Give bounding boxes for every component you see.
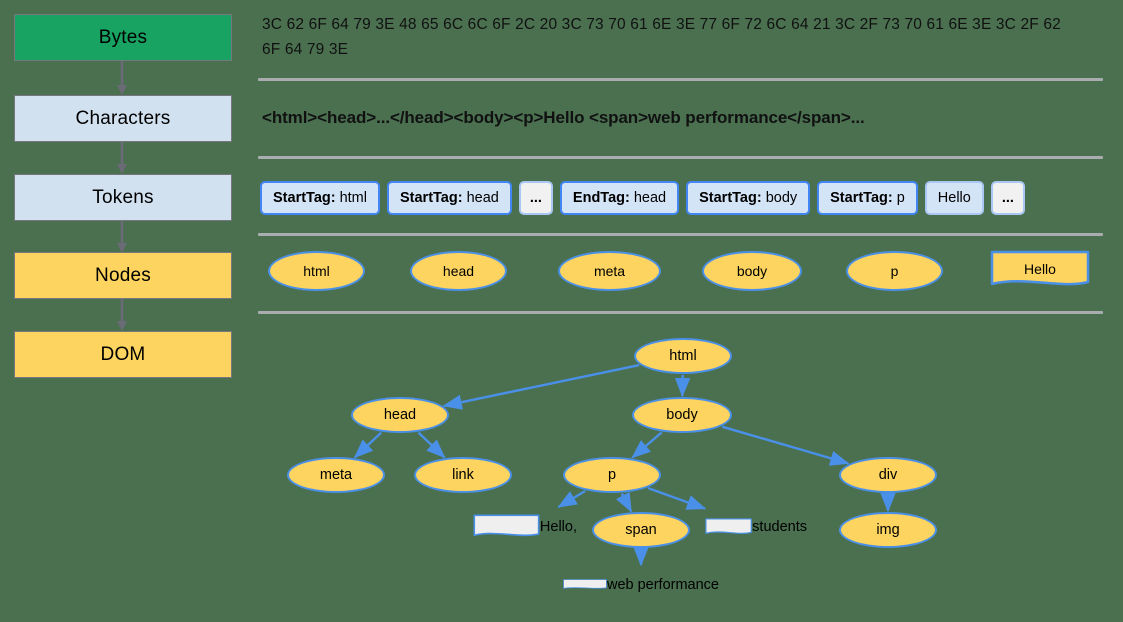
- dom-element-node: html: [634, 338, 732, 374]
- flow-arrow-bytes-to-characters: [117, 61, 127, 95]
- dom-node-label: students: [752, 519, 807, 535]
- pipeline-step-label: Tokens: [92, 186, 154, 208]
- token-chip: EndTag:head: [559, 181, 680, 215]
- pipeline-step-characters: Characters: [14, 95, 232, 142]
- node-label: body: [736, 263, 768, 279]
- token-chip: StartTag:body: [686, 181, 811, 215]
- token-kind: StartTag:: [273, 190, 336, 206]
- separator-1: [258, 78, 1103, 81]
- dom-element-node: img: [839, 512, 937, 548]
- separator-2: [258, 156, 1103, 159]
- token-chip: StartTag:head: [386, 181, 512, 215]
- node-label: p: [890, 263, 899, 279]
- token-value: ...: [1001, 190, 1014, 206]
- flow-arrow-characters-to-tokens: [117, 142, 127, 174]
- dom-text-node: Hello,: [473, 507, 577, 547]
- dom-node-label: span: [625, 522, 657, 538]
- dom-node-label: html: [669, 348, 697, 364]
- node-ellipse: head: [410, 251, 507, 291]
- characters-markup-text: <html><head>...</head><body><p>Hello <sp…: [262, 108, 865, 127]
- token-chip: StartTag:p: [817, 181, 918, 215]
- token-value: body: [765, 190, 798, 206]
- token-value: p: [896, 190, 905, 206]
- token-kind: StartTag:: [699, 190, 762, 206]
- flow-arrow-tokens-to-nodes: [117, 221, 127, 253]
- node-label: Hello: [1024, 260, 1056, 277]
- token-kind: StartTag:: [399, 190, 463, 206]
- token-chip: ...: [518, 181, 553, 215]
- separator-3: [258, 233, 1103, 236]
- bytes-hex-text: 3C 62 6F 64 79 3E 48 65 6C 6C 6F 2C 20 3…: [262, 16, 1066, 58]
- pipeline-step-label: Characters: [75, 107, 171, 129]
- token-chip: Hello: [924, 181, 984, 215]
- node-ellipse: p: [846, 251, 943, 291]
- token-kind: EndTag:: [572, 190, 630, 206]
- pipeline-step-label: Nodes: [95, 264, 151, 286]
- dom-node-label: div: [878, 467, 898, 483]
- dom-text-node: web performance: [563, 565, 719, 605]
- dom-element-node: head: [351, 397, 449, 433]
- node-label: meta: [593, 263, 626, 279]
- token-value: ...: [529, 190, 542, 206]
- token-value: Hello: [937, 190, 971, 206]
- flow-arrow-nodes-to-dom: [117, 299, 127, 331]
- dom-element-node: link: [414, 457, 512, 493]
- dom-node-label: img: [876, 522, 900, 538]
- node-label: head: [442, 263, 475, 279]
- token-value: head: [466, 190, 499, 206]
- node-ellipse: body: [702, 251, 802, 291]
- dom-node-label: link: [452, 467, 474, 483]
- node-ellipse: html: [268, 251, 365, 291]
- pipeline-step-bytes: Bytes: [14, 14, 232, 61]
- separator-4: [258, 311, 1103, 314]
- dom-node-label: head: [383, 407, 417, 423]
- dom-element-node: div: [839, 457, 937, 493]
- dom-node-label: web performance: [606, 577, 719, 593]
- dom-node-label: meta: [319, 467, 353, 483]
- token-value: html: [339, 190, 367, 206]
- dom-element-node: span: [592, 512, 690, 548]
- pipeline-step-label: DOM: [100, 343, 146, 365]
- dom-element-node: p: [563, 457, 661, 493]
- dom-element-node: meta: [287, 457, 385, 493]
- node-text-shape: Hello: [990, 250, 1090, 291]
- token-kind: StartTag:: [830, 190, 893, 206]
- pipeline-step-label: Bytes: [98, 26, 148, 48]
- pipeline-step-nodes: Nodes: [14, 252, 232, 299]
- pipeline-step-tokens: Tokens: [14, 174, 232, 221]
- token-chip: ...: [990, 181, 1025, 215]
- dom-text-node: students: [705, 507, 807, 547]
- node-ellipse: meta: [558, 251, 661, 291]
- pipeline-step-dom: DOM: [14, 331, 232, 378]
- dom-node-label: p: [607, 467, 617, 483]
- token-value: head: [633, 190, 667, 206]
- token-chip: StartTag:html: [260, 181, 380, 215]
- dom-node-label: body: [666, 407, 698, 423]
- dom-node-label: Hello,: [539, 519, 577, 535]
- dom-element-node: body: [632, 397, 732, 433]
- node-label: html: [303, 263, 330, 279]
